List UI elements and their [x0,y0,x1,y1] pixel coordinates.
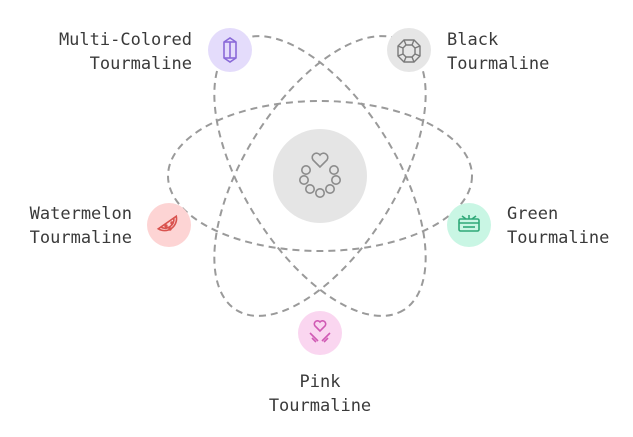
label-line: Watermelon [29,204,132,224]
bracelet-icon [298,152,341,199]
label-line: Tourmaline [447,54,550,74]
label-black-tourmaline: Black Tourmaline [447,28,549,76]
node-pink [298,311,342,355]
label-green-tourmaline: Green Tourmaline [507,202,609,250]
label-line: Tourmaline [29,228,132,248]
label-line: Multi-Colored [58,30,192,50]
node-black [387,28,431,72]
label-watermelon-tourmaline: Watermelon Tourmaline [30,202,132,250]
orbit-horizontal [167,100,473,252]
label-line: Pink [299,372,341,392]
watermelon-slice-icon [156,214,178,232]
center-node [273,129,367,223]
node-multi-colored [208,28,252,72]
heart-hands-icon [309,320,331,343]
label-line: Tourmaline [507,228,610,248]
label-multi-colored-tourmaline: Multi-Colored Tourmaline [59,28,192,76]
node-green [447,203,491,247]
label-line: Tourmaline [89,54,192,74]
node-watermelon [147,203,191,247]
label-line: Black [447,30,499,50]
label-line: Tourmaline [268,396,372,416]
tourmaline-bar-icon [458,215,480,232]
label-pink-tourmaline: Pink Tourmaline [260,370,380,418]
gem-icon [397,39,421,63]
label-line: Green [507,204,559,224]
crystal-icon [223,37,237,63]
